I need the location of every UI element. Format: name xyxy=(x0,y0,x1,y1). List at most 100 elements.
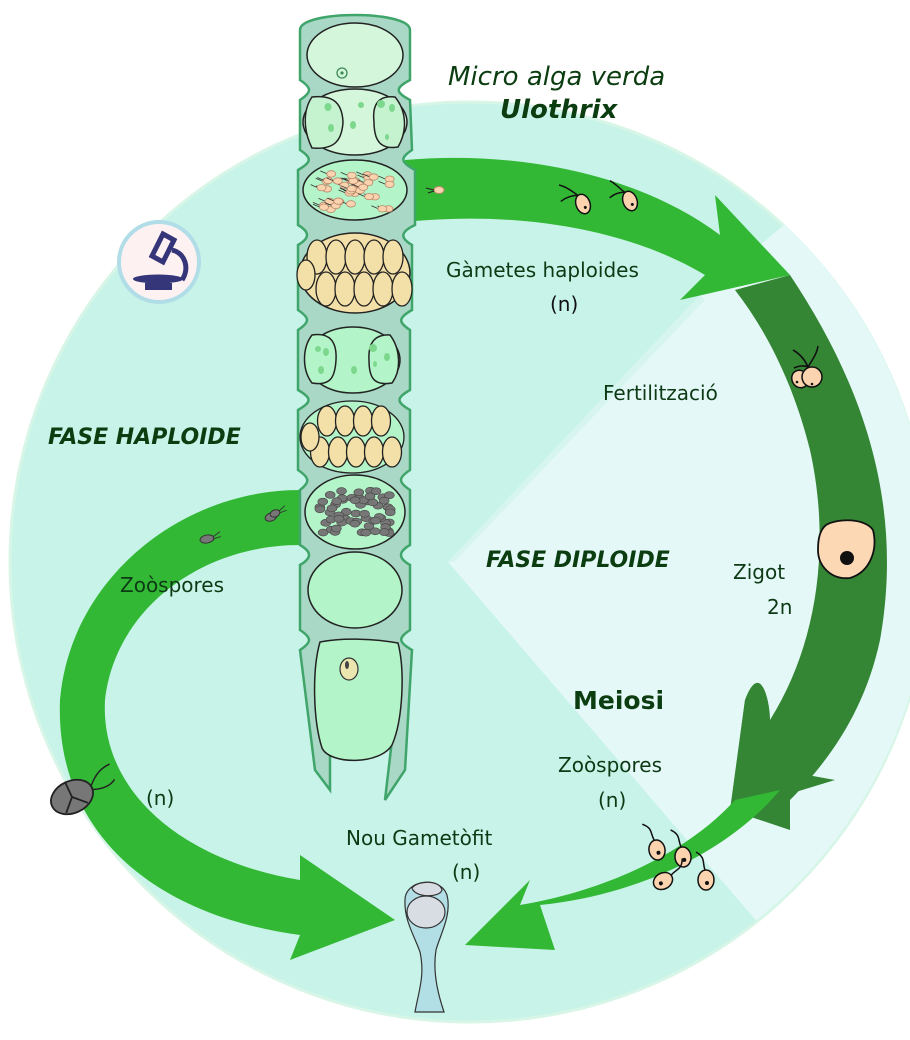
gamete xyxy=(319,203,329,211)
gamete-flagellum xyxy=(326,177,334,182)
holdfast-cell xyxy=(313,638,403,762)
spore xyxy=(363,436,385,468)
spore xyxy=(370,405,392,437)
spore xyxy=(334,271,356,307)
spore xyxy=(316,405,338,437)
gamete xyxy=(326,170,337,178)
zoospore xyxy=(331,497,342,505)
spore xyxy=(381,436,403,468)
gamete xyxy=(346,200,356,208)
ulothrix-filament xyxy=(296,13,417,801)
gamete xyxy=(364,192,374,201)
arrow-gametes xyxy=(405,157,790,300)
zygote-cell xyxy=(817,519,876,579)
gamete-flagellum xyxy=(342,177,350,182)
zoospores-left-ploidy: (n) xyxy=(146,786,175,810)
spore xyxy=(300,422,320,452)
gamete-flagellum xyxy=(340,172,348,176)
new-gametophyte-ploidy: (n) xyxy=(452,860,481,884)
zoospore xyxy=(378,528,390,536)
spore xyxy=(382,239,404,275)
zoospore xyxy=(331,524,342,533)
gamete-flagellum xyxy=(310,184,318,189)
gamete-flagellum xyxy=(320,170,328,175)
gamete-flagellum xyxy=(312,202,321,206)
gamete-flagellum xyxy=(339,187,348,192)
new-gametophyte-label: Nou Gametòfit xyxy=(346,826,493,850)
gamete xyxy=(332,177,343,185)
gamete-flagellum xyxy=(327,197,335,202)
spore xyxy=(391,271,413,307)
gamete-flagellum xyxy=(371,205,379,210)
gamete xyxy=(358,183,369,191)
gamete-flagellum xyxy=(315,177,323,182)
spore xyxy=(353,271,375,307)
zoospore xyxy=(670,829,692,868)
zoospore xyxy=(324,491,336,499)
zoospore xyxy=(333,514,345,523)
meiosis-label: Meiosi xyxy=(573,686,665,715)
gamete-flagellum xyxy=(362,173,370,178)
spore xyxy=(352,405,374,437)
spore-cluster xyxy=(296,239,413,307)
spore xyxy=(345,436,367,468)
spore xyxy=(344,239,366,275)
gamete-flagellum xyxy=(378,180,386,185)
gamete xyxy=(333,197,344,205)
zoospore xyxy=(384,491,395,500)
spore-cluster-2 xyxy=(300,405,403,468)
zygote-ploidy: 2n xyxy=(767,595,793,619)
vegetative-cell xyxy=(306,22,404,88)
zoospore xyxy=(314,505,326,514)
zoospore xyxy=(384,508,396,517)
gamete xyxy=(316,184,327,192)
spore xyxy=(372,271,394,307)
free-gametes xyxy=(425,179,639,215)
zoospore xyxy=(369,527,381,536)
arrow-diploid xyxy=(730,275,887,830)
zoospore xyxy=(652,858,683,891)
gametes-cluster xyxy=(310,170,395,214)
gamete xyxy=(377,205,388,213)
zoospores-right-label: Zoòspores xyxy=(558,753,663,777)
zoospore xyxy=(326,504,338,513)
gamete xyxy=(346,185,357,193)
vegetative-cell-2 xyxy=(307,551,403,629)
haploid-phase-label: FASE HAPLOIDE xyxy=(48,425,241,450)
diagram-title: Micro alga verda xyxy=(448,62,666,92)
gamete-flagellum xyxy=(357,179,365,184)
zoospore xyxy=(364,492,376,501)
zoospore xyxy=(336,487,347,495)
gamete xyxy=(339,181,350,189)
zoospore xyxy=(378,496,390,505)
gamete-flagellum xyxy=(378,175,386,180)
spore xyxy=(363,239,385,275)
gamete xyxy=(368,173,379,181)
spore xyxy=(327,436,349,468)
diploid-phase-label: FASE DIPLOIDE xyxy=(486,548,670,573)
gamete-flagellum xyxy=(324,202,333,206)
zoospore xyxy=(349,519,361,528)
zoospore xyxy=(370,487,382,496)
arrow-diploid-head xyxy=(730,700,835,812)
gametes-label: Gàmetes haploides xyxy=(446,258,639,282)
zoospore xyxy=(317,528,329,537)
fertilization-label: Fertilització xyxy=(603,381,718,405)
gamete-flagellum xyxy=(317,177,325,181)
zoospore-cluster xyxy=(314,486,396,537)
zoospore xyxy=(353,488,365,497)
released-zoospores xyxy=(50,505,287,816)
gamete xyxy=(346,171,357,180)
spore xyxy=(334,405,356,437)
gamete-flagellum xyxy=(352,183,360,188)
fusing-gametes xyxy=(790,345,823,389)
zygote-label: Zigot xyxy=(733,560,786,584)
gamete-flagellum xyxy=(318,198,326,202)
zoospore xyxy=(642,823,666,861)
spore xyxy=(325,239,347,275)
zoospore xyxy=(359,509,370,518)
arrow-zoospores-left xyxy=(59,490,395,960)
microscope-icon xyxy=(117,220,201,304)
arrow-zoospores-right xyxy=(465,790,780,950)
